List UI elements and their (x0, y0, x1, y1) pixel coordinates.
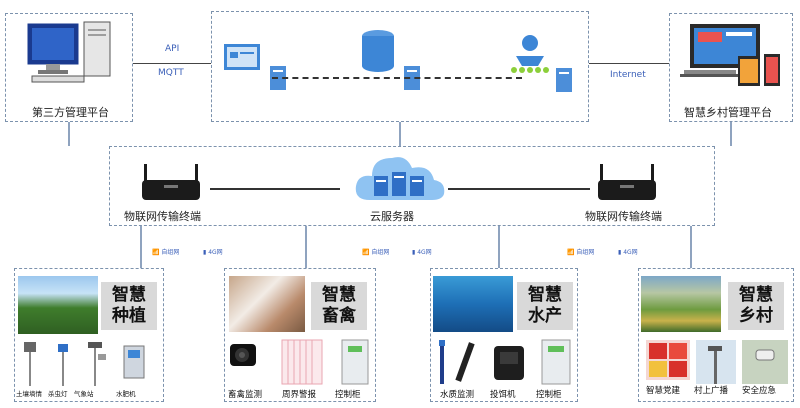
aquaculture-devices-icon (439, 339, 571, 385)
village-caption-emergency: 安全应急 (742, 386, 777, 396)
village-photo (641, 276, 721, 332)
connector-aquaculture (498, 226, 500, 268)
cloud-server-label: 云服务器 (370, 210, 414, 223)
smart-livestock-box (224, 268, 376, 402)
link-livestock-4g: ▮ 4G网 (412, 249, 432, 256)
internet-label: Internet (610, 70, 646, 80)
livestock-caption-perimeter: 周界警报 (282, 390, 317, 400)
link-planting-selfnet: 📶 自组网 (152, 249, 180, 256)
livestock-title: 智慧畜禽 (311, 282, 367, 330)
planting-devices-icon (24, 342, 145, 386)
planting-caption-lamp: 杀虫灯 (48, 390, 68, 398)
connector-center-top (399, 122, 401, 146)
village-caption-party: 智慧党建 (646, 386, 681, 396)
link-aquaculture-selfnet: 📶 自组网 (567, 249, 595, 256)
left-iot-router-icon (142, 164, 200, 200)
aquaculture-caption-water: 水质监测 (440, 390, 475, 400)
smart-planting-box (14, 268, 164, 402)
connector-left-top (68, 122, 70, 146)
user-network-icon (511, 35, 572, 92)
village-title: 智慧乡村 (728, 282, 784, 330)
api-label: API (165, 44, 180, 54)
link-aquaculture-4g: ▮ 4G网 (618, 249, 638, 256)
livestock-devices-icon (230, 339, 369, 385)
smart-village-platform-box (669, 13, 793, 122)
village-caption-broadcast: 村上广播 (694, 386, 729, 396)
right-terminal-label: 物联网传输终端 (585, 210, 662, 223)
livestock-photo (229, 276, 305, 332)
link-planting-4g: ▮ 4G网 (203, 249, 223, 256)
transport-layer-box (109, 146, 715, 226)
aquaculture-caption-cabinet: 控制柜 (536, 390, 562, 400)
third-party-box (5, 13, 133, 122)
cloud-server-icon (355, 157, 445, 200)
smart-village-box (638, 268, 794, 402)
connector-right-top (730, 122, 732, 146)
link-livestock-selfnet: 📶 自组网 (362, 249, 390, 256)
smart-aquaculture-box (430, 268, 578, 402)
village-devices-icon (646, 340, 788, 384)
aquaculture-caption-feeder: 投饵机 (490, 390, 516, 400)
planting-caption-weather: 气象站 (74, 390, 94, 398)
internet-connector (589, 63, 669, 64)
planting-caption-fertilizer: 水肥机 (116, 390, 136, 398)
planting-photo (18, 276, 98, 334)
service-link-line (272, 77, 522, 79)
third-party-platform-label: 第三方管理平台 (32, 106, 109, 119)
planting-title: 智慧种植 (101, 282, 157, 330)
planting-caption-soil: 土壤墒情 (16, 390, 42, 398)
aquaculture-photo (433, 276, 513, 332)
connector-village (690, 226, 692, 268)
api-mqtt-connector (133, 63, 211, 64)
multi-device-icon (680, 24, 780, 86)
cloud-right-router-line (448, 188, 590, 190)
platform-services-box (211, 11, 589, 122)
left-terminal-label: 物联网传输终端 (124, 210, 201, 223)
desktop-computer-icon (27, 21, 111, 83)
livestock-caption-cabinet: 控制柜 (335, 390, 361, 400)
database-icon (362, 30, 420, 90)
aquaculture-title: 智慧水产 (517, 282, 573, 330)
livestock-caption-monitor: 畜禽监测 (228, 390, 263, 400)
connector-planting (140, 226, 142, 268)
admin-screen-icon (224, 44, 286, 90)
left-router-cloud-line (210, 188, 340, 190)
mqtt-label: MQTT (158, 68, 184, 78)
smart-village-platform-label: 智慧乡村管理平台 (684, 106, 772, 119)
connector-livestock (305, 226, 307, 268)
right-iot-router-icon (598, 164, 656, 200)
